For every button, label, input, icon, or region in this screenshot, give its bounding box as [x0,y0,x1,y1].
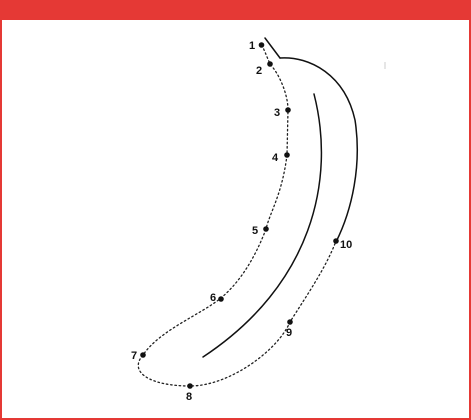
dotted-guide-line [137,44,337,387]
dot-marker[interactable] [218,296,224,302]
dot-label: 6 [210,292,216,304]
dot-label: 2 [256,65,262,77]
dot-5[interactable]: 5 [252,225,269,237]
banana-stem [264,37,281,59]
dot-marker[interactable] [258,42,265,48]
dot-label: 1 [249,40,255,52]
dot-label: 4 [272,152,279,164]
dot-label: 8 [186,391,192,403]
dot-marker[interactable] [187,383,193,389]
banana-outer-edge [279,57,358,243]
banana-outline-icon [202,37,358,358]
dot-6[interactable]: 6 [210,292,224,304]
dot-10[interactable]: 10 [333,238,352,251]
dot-label: 7 [131,350,137,362]
dot-4[interactable]: 4 [272,152,290,164]
dot-label: 5 [252,225,258,237]
dot-marker[interactable] [287,319,293,325]
frame-right-border [469,20,471,420]
dot-8[interactable]: 8 [186,383,193,403]
dot-label: 10 [340,239,352,251]
dot-2[interactable]: 2 [256,61,273,77]
top-frame-band [0,0,471,20]
banana-inner-curve [202,93,323,358]
dot-marker[interactable] [263,226,269,232]
dot-marker[interactable] [267,61,273,67]
frame-left-border [0,20,2,420]
dot-marker[interactable] [140,352,146,358]
dot-marker[interactable] [333,238,339,244]
dot-marker[interactable] [285,107,291,113]
dot-7[interactable]: 7 [131,350,146,362]
dot-3[interactable]: 3 [274,107,291,119]
dot-9[interactable]: 9 [286,319,293,339]
dot-marker[interactable] [284,152,290,158]
dot-label: 9 [286,327,292,339]
frame-bottom-border [0,418,471,420]
dot-1[interactable]: 1 [249,40,265,52]
dot-label: 3 [274,107,280,119]
